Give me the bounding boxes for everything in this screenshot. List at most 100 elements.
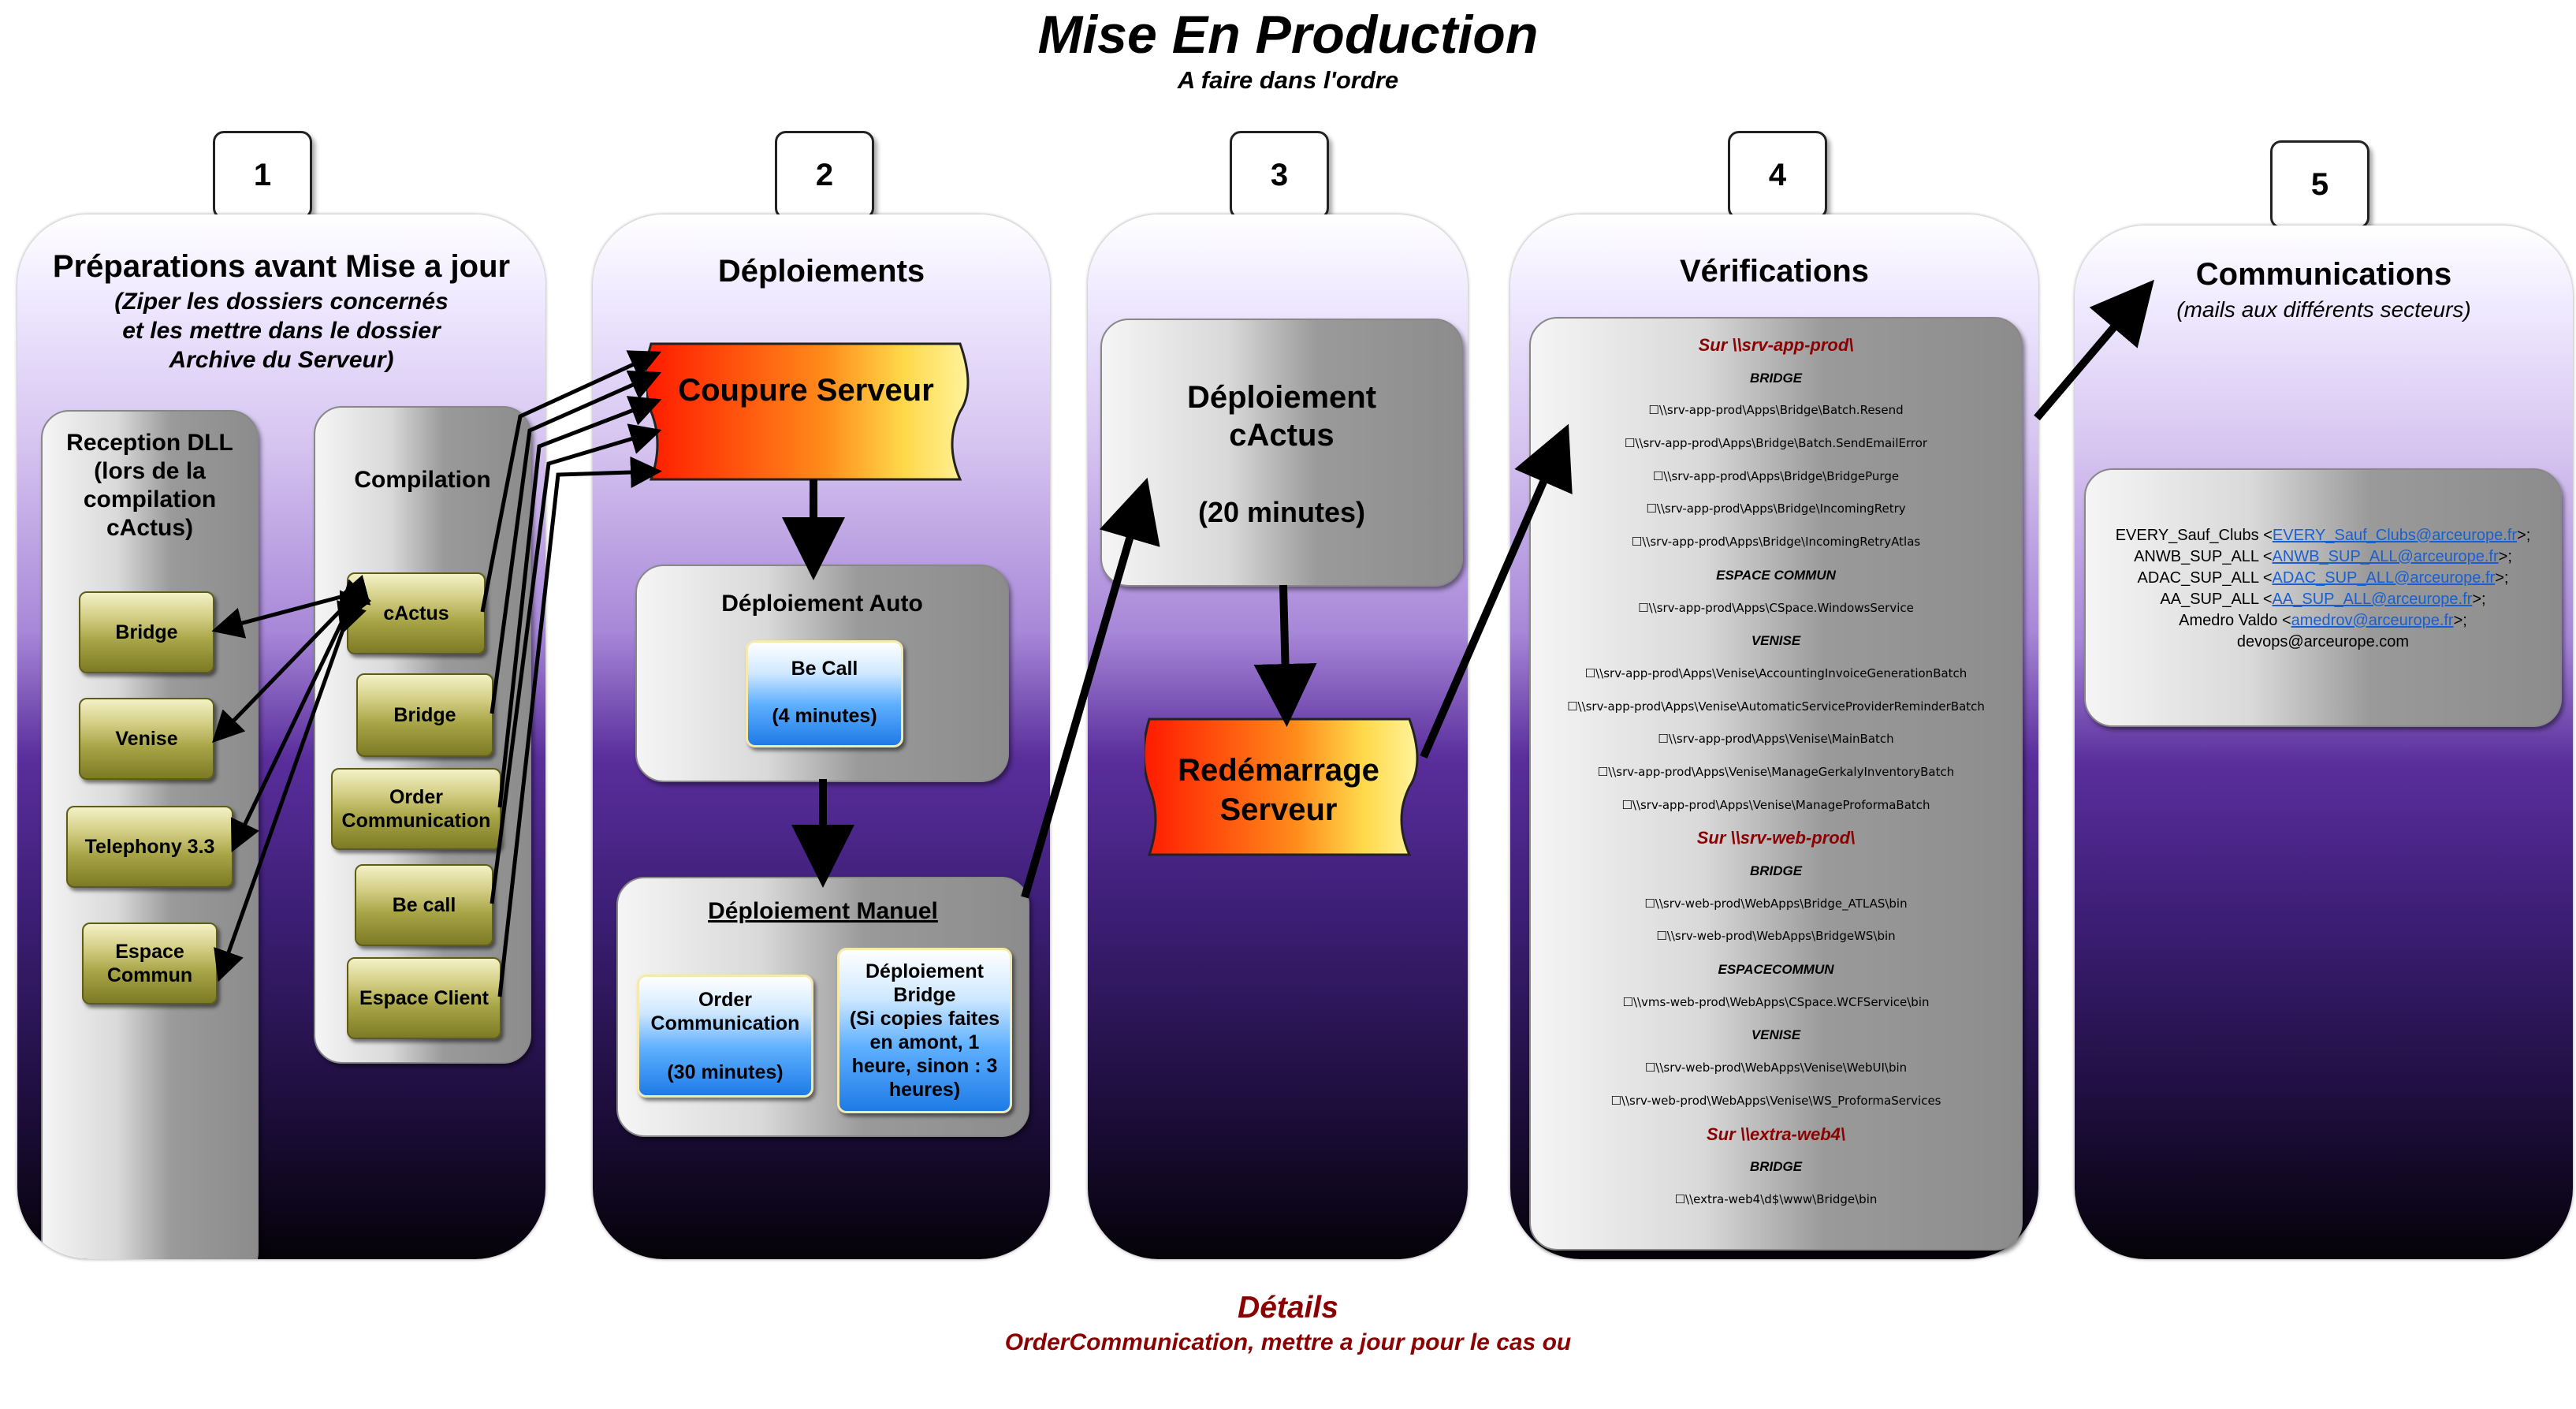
order-communication-time: (30 minutes) <box>667 1061 784 1083</box>
mail-link[interactable]: ADAC_SUP_ALL@arceurope.fr <box>2272 569 2496 587</box>
deploiement-cactus-box: Déploiement cActus (20 minutes) <box>1100 319 1463 587</box>
group-heading: VENISE <box>1751 1027 1801 1043</box>
server-heading: Sur \\extra-web4\ <box>1706 1124 1846 1144</box>
mailing-list-box: EVERY_Sauf_Clubs <EVERY_Sauf_Clubs@arceu… <box>2084 468 2562 727</box>
redemarrage-serveur-shape <box>1145 718 1419 856</box>
group-heading: BRIDGE <box>1749 370 1803 386</box>
deploiement-bridge-box: Déploiement Bridge (Si copies faites en … <box>837 948 1012 1113</box>
order-communication-box: Order Communication (30 minutes) <box>637 975 813 1098</box>
mail-end: >; <box>2472 591 2486 608</box>
mail-end: >; <box>2517 527 2531 544</box>
mail-name: Amedro Valdo < <box>2179 612 2291 629</box>
reception-item-telephony: Telephony 3.3 <box>66 806 233 888</box>
check-path-item: ☐\\srv-web-prod\WebApps\Bridge_ATLAS\bin <box>1644 896 1908 911</box>
mail-link[interactable]: EVERY_Sauf_Clubs@arceurope.fr <box>2272 527 2518 544</box>
check-path-item: ☐\\srv-web-prod\WebApps\BridgeWS\bin <box>1656 929 1896 944</box>
check-path-item: ☐\\srv-app-prod\Apps\Bridge\Batch.Resend <box>1648 403 1904 418</box>
check-path-item: ☐\\srv-app-prod\Apps\Bridge\IncomingRetr… <box>1646 501 1906 516</box>
check-path-item: ☐\\vms-web-prod\WebApps\CSpace.WCFServic… <box>1622 994 1930 1009</box>
deploiement-bridge-label: Déploiement Bridge <box>865 960 985 1006</box>
group-heading: BRIDGE <box>1749 1159 1803 1175</box>
check-path-item: ☐\\srv-app-prod\Apps\Venise\MainBatch <box>1658 732 1894 747</box>
step-number-5: 5 <box>2270 140 2369 229</box>
group-heading: ESPACE COMMUN <box>1716 567 1836 583</box>
mail-link[interactable]: amedrov@arceurope.fr <box>2291 612 2454 629</box>
check-path-item: ☐\\srv-app-prod\Apps\Venise\ManageProfor… <box>1621 797 1930 812</box>
mail-row: Amedro Valdo <amedrov@arceurope.fr>; <box>2086 610 2560 632</box>
arrow-cactus-redemarrage <box>1253 584 1317 727</box>
be-call-time: (4 minutes) <box>772 705 877 727</box>
verifications-list: Sur \\srv-app-prod\ BRIDGE ☐\\srv-app-prod… <box>1531 329 2021 1217</box>
column-communications: Communications (mails aux différents sec… <box>2075 226 2573 1259</box>
column-title: Préparations avant Mise a jour <box>52 249 511 284</box>
check-path-item: ☐\\srv-app-prod\Apps\Venise\AccountingIn… <box>1584 665 1967 680</box>
mail-link[interactable]: AA_SUP_ALL@arceurope.fr <box>2272 591 2473 608</box>
arrow-order-coupure <box>497 396 662 808</box>
column-subtitle-line: Archive du Serveur) <box>169 347 394 373</box>
mail-row: EVERY_Sauf_Clubs <EVERY_Sauf_Clubs@arceu… <box>2086 525 2560 546</box>
details-title: Détails <box>1238 1291 1338 1325</box>
group-heading: ESPACECOMMUN <box>1718 962 1834 978</box>
group-heading: BRIDGE <box>1749 863 1803 878</box>
deploiement-bridge-note: (Si copies faites en amont, 1 heure, sin… <box>849 1008 1000 1101</box>
page-subtitle: A faire dans l'ordre <box>1177 66 1399 94</box>
arrow-cactus-telephony <box>230 590 368 853</box>
redemarrage-serveur-label: Redémarrage Serveur <box>1178 753 1379 827</box>
mail-name: ANWB_SUP_ALL < <box>2134 548 2273 565</box>
reception-item-espace-commun: Espace Commun <box>82 923 218 1005</box>
column-subtitle-line: (Ziper les dossiers concernés <box>114 289 449 315</box>
arrow-bridge-coupure <box>490 370 662 714</box>
check-path-item: ☐\\srv-app-prod\Apps\Bridge\BridgePurge <box>1652 468 1900 483</box>
arrow-manuel-cactus <box>1021 477 1160 899</box>
deploiement-auto-title: Déploiement Auto <box>721 591 923 617</box>
reception-dll-title: Reception DLL (lors de la compilation cA… <box>66 430 233 541</box>
mail-name: EVERY_Sauf_Clubs < <box>2115 527 2273 544</box>
deploiement-manuel-title: Déploiement Manuel <box>708 898 938 924</box>
deploiement-cactus-time: (20 minutes) <box>1197 496 1366 528</box>
compilation-item-bridge: Bridge <box>356 673 493 757</box>
mail-end: >; <box>2495 569 2509 587</box>
mail-row: AA_SUP_ALL <AA_SUP_ALL@arceurope.fr>; <box>2086 589 2560 610</box>
column-subtitle: (mails aux différents secteurs) <box>2176 297 2471 322</box>
compilation-title: Compilation <box>354 467 491 493</box>
reception-item-venise: Venise <box>79 698 214 780</box>
server-heading: Sur \\srv-web-prod\ <box>1696 828 1856 848</box>
page-title: Mise En Production <box>1037 5 1539 65</box>
deploiement-cactus-title: Déploiement cActus <box>1186 380 1377 453</box>
coupure-serveur-label: Coupure Serveur <box>678 373 934 408</box>
step-number-4: 4 <box>1728 131 1827 219</box>
arrow-redemarrage-verifications <box>1420 423 1573 759</box>
mail-name: ADAC_SUP_ALL < <box>2137 569 2273 587</box>
column-title: Communications <box>2195 257 2452 292</box>
arrow-espaceclient-coupure <box>497 456 662 997</box>
group-heading: VENISE <box>1751 633 1801 649</box>
mail-name: devops@arceurope.com <box>2236 633 2410 650</box>
mailing-list: EVERY_Sauf_Clubs <EVERY_Sauf_Clubs@arceu… <box>2086 525 2560 653</box>
check-path-item: ☐\\srv-app-prod\Apps\Venise\AutomaticSer… <box>1567 699 1985 714</box>
check-path-item: ☐\\srv-app-prod\Apps\Venise\ManageGerkal… <box>1597 764 1955 779</box>
mail-link[interactable]: ANWB_SUP_ALL@arceurope.fr <box>2272 548 2499 565</box>
mail-end: >; <box>2498 548 2512 565</box>
be-call-box: Be Call (4 minutes) <box>746 640 903 747</box>
mail-row: devops@arceurope.com <box>2086 632 2560 653</box>
be-call-label: Be Call <box>791 658 858 680</box>
mail-name: AA_SUP_ALL < <box>2160 591 2273 608</box>
check-path-item: ☐\\srv-app-prod\Apps\CSpace.WindowsServi… <box>1638 600 1914 615</box>
details-text: OrderCommunication, mettre a jour pour l… <box>1004 1329 1572 1355</box>
check-path-item: ☐\\srv-web-prod\WebApps\Venise\WS_Profor… <box>1610 1093 1941 1108</box>
step-number-2: 2 <box>775 131 874 219</box>
column-title: Vérifications <box>1679 254 1870 289</box>
server-heading: Sur \\srv-app-prod\ <box>1698 335 1854 355</box>
order-communication-label: Order Communication <box>650 989 800 1034</box>
check-path-item: ☐\\extra-web4\d$\www\Bridge\bin <box>1674 1191 1878 1206</box>
mail-row: ADAC_SUP_ALL <ADAC_SUP_ALL@arceurope.fr>… <box>2086 568 2560 589</box>
arrow-verifications-communications <box>2034 279 2154 421</box>
arrow-becall-coupure <box>490 423 662 904</box>
check-path-item: ☐\\srv-app-prod\Apps\Bridge\IncomingRetr… <box>1631 535 1921 550</box>
column-title: Déploiements <box>717 254 925 289</box>
compilation-item-espace-client: Espace Client <box>347 957 501 1039</box>
check-path-item: ☐\\srv-app-prod\Apps\Bridge\Batch.SendEm… <box>1624 436 1928 451</box>
column-subtitle-line: et les mettre dans le dossier <box>122 318 441 344</box>
mail-end: >; <box>2453 612 2467 629</box>
